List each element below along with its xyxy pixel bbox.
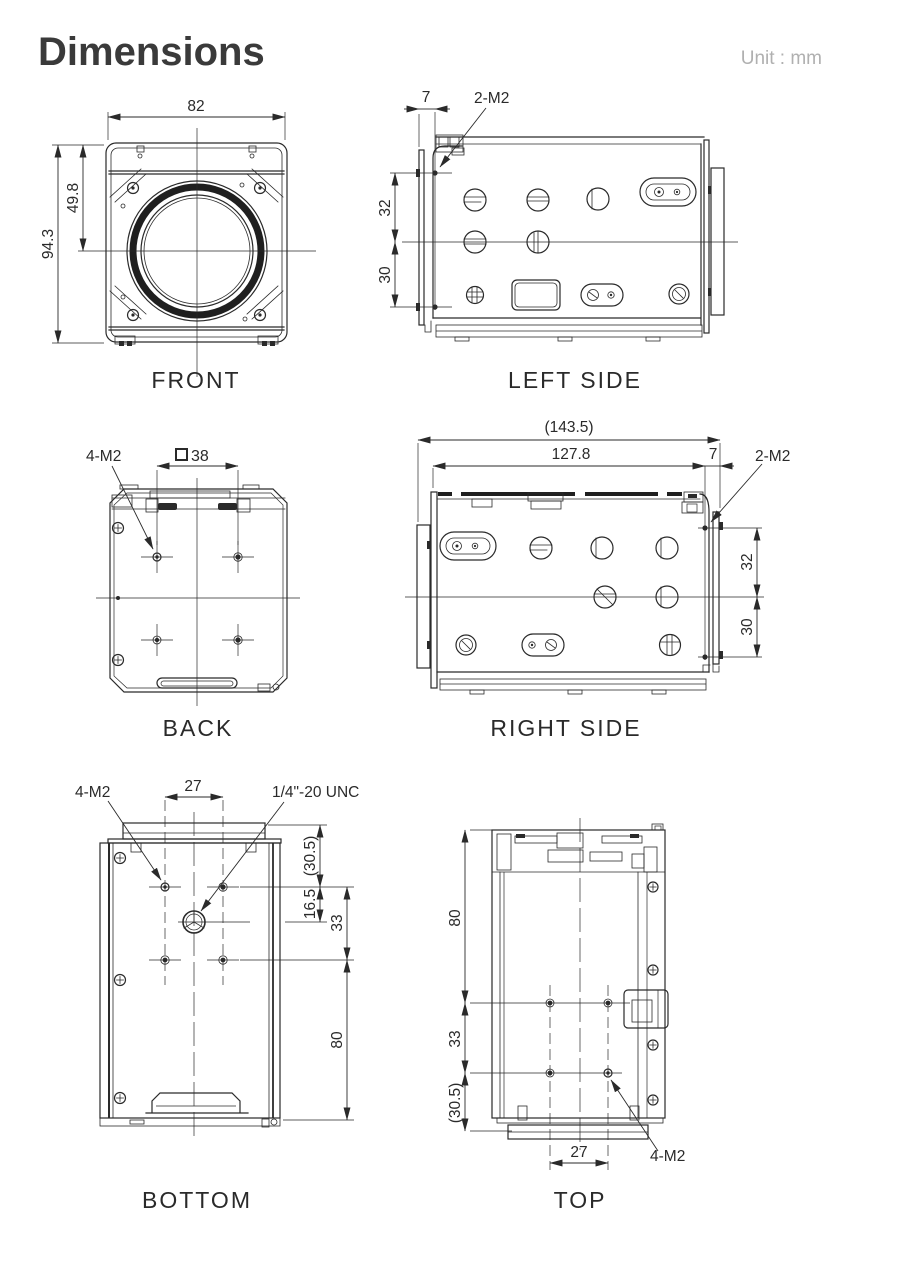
front-view: 82 94.3 49.8 FRONT: [40, 98, 316, 393]
top-body-outline: [491, 823, 669, 1140]
left-side-screw-holes: [463, 177, 697, 311]
left-side-pitch-upper-dim-label: 32: [377, 199, 394, 216]
top-thread-callout-label: 4-M2: [650, 1148, 685, 1165]
square-symbol-icon: [175, 448, 188, 461]
right-side-pitch-lower-dim-label: 30: [739, 618, 756, 636]
front-height-dim-label: 94.3: [40, 229, 57, 259]
left-side-body-outline: [416, 134, 725, 342]
front-body-outline: [105, 142, 288, 346]
right-side-body-outline: [416, 491, 723, 695]
right-side-pitch-upper-dim-label: 32: [739, 553, 756, 570]
left-side-centerlines: [402, 112, 738, 310]
left-side-thread-callout-label: 2-M2: [474, 90, 509, 107]
front-dimensions: 82 94.3 49.8: [40, 98, 286, 344]
back-dimensions: 38 4-M2: [86, 448, 239, 550]
top-mount-holes: [545, 998, 613, 1078]
left-side-pitch-lower-dim-label: 30: [377, 266, 394, 284]
top-pitch-dim-label: 27: [570, 1144, 587, 1161]
top-centerlines: [470, 818, 630, 1170]
front-width-dim-label: 82: [187, 98, 204, 115]
back-centerlines: [96, 478, 300, 706]
right-side-view-label: RIGHT SIDE: [490, 715, 641, 741]
back-view: 38 4-M2 BACK: [86, 448, 300, 741]
front-view-label: FRONT: [151, 367, 240, 393]
front-centerlines: [78, 128, 316, 377]
top-panel-screws: [647, 881, 659, 1106]
right-side-view: (143.5) 127.8 7 2-M2 32 30 RIGHT SIDE: [405, 419, 790, 741]
left-side-view-label: LEFT SIDE: [508, 367, 642, 393]
right-side-body-dim-label: 127.8: [552, 446, 591, 463]
top-row-pitch-dim-label: 33: [447, 1030, 464, 1047]
bottom-view-label: BOTTOM: [142, 1187, 252, 1213]
bottom-thread-callout-label: 4-M2: [75, 784, 110, 801]
bottom-pitch-dim-label: 27: [184, 778, 201, 795]
bottom-rear-pitch-dim-label: 80: [329, 1031, 346, 1049]
back-mount-holes: [141, 541, 254, 656]
bottom-panel-screws: [113, 851, 127, 1105]
bottom-row-pitch-dim-label: 33: [329, 914, 346, 931]
back-square-dim-label: 38: [191, 448, 209, 465]
top-dimensions: 80 33 (30.5) 27 4-M2: [447, 829, 685, 1167]
unit-label: Unit : mm: [740, 48, 822, 69]
top-view-label: TOP: [554, 1187, 607, 1213]
left-side-view: 7 2-M2 32 30 LEFT SIDE: [377, 89, 738, 393]
bottom-dimensions: 27 4-M2 1/4"-20 UNC (30.5) 16.5 33 80: [75, 778, 359, 1121]
right-side-dimensions: (143.5) 127.8 7 2-M2 32 30: [417, 419, 790, 658]
top-view: 80 33 (30.5) 27 4-M2 TOP: [447, 818, 685, 1213]
bottom-body-outline: [99, 822, 282, 1128]
back-thread-callout-label: 4-M2: [86, 448, 121, 465]
bottom-view: 27 4-M2 1/4"-20 UNC (30.5) 16.5 33 80 BO…: [75, 778, 359, 1213]
right-side-screw-holes: [439, 531, 682, 657]
bottom-tripod-callout-label: 1/4"-20 UNC: [272, 784, 359, 801]
top-ref-dim-label: (30.5): [447, 1083, 464, 1124]
back-view-label: BACK: [163, 715, 234, 741]
back-panel-screws: [111, 521, 125, 667]
left-side-offset-dim-label: 7: [422, 89, 431, 106]
right-side-offset-dim-label: 7: [709, 446, 718, 463]
top-front-pitch-dim-label: 80: [447, 909, 464, 927]
front-corner-screws: [120, 181, 267, 322]
front-lens-offset-dim-label: 49.8: [65, 183, 82, 213]
bottom-centerlines: [149, 800, 354, 1136]
right-side-centerlines: [405, 466, 764, 660]
bottom-ref-dim-label: (30.5): [302, 836, 319, 877]
page-title: Dimensions: [38, 30, 265, 74]
left-side-dimensions: 7 2-M2 32 30: [377, 89, 509, 308]
right-side-overall-dim-label: (143.5): [544, 419, 593, 436]
back-body-outline: [109, 484, 288, 693]
right-side-thread-callout-label: 2-M2: [755, 448, 790, 465]
bottom-tripod-offset-dim-label: 16.5: [302, 889, 319, 919]
